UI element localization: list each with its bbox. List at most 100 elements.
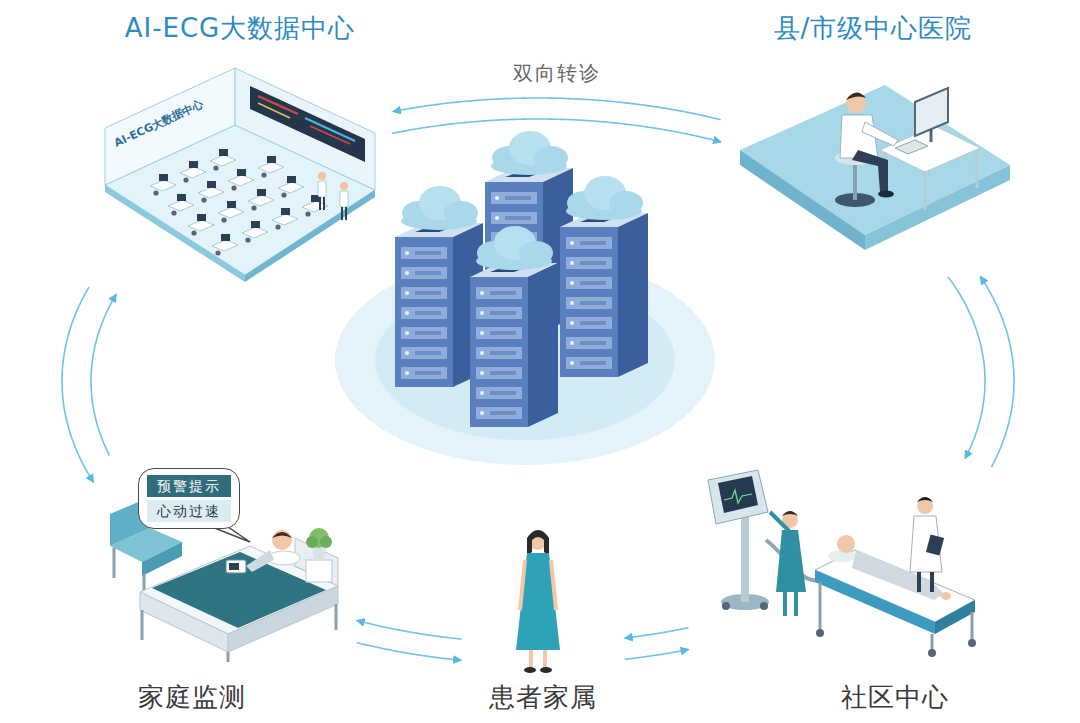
doctor-figure: [852, 150, 888, 192]
data-center-room: [150, 174, 176, 196]
data-center-room: [278, 176, 304, 198]
community-scene: [928, 649, 936, 657]
ring-line: [625, 649, 689, 659]
data-center-room: [212, 234, 238, 256]
doctor-figure: [917, 497, 933, 502]
data-center-room: [245, 190, 375, 282]
data-center-room: [235, 68, 375, 190]
data-center-room: [180, 161, 206, 183]
text-wrap: AI-ECG大数据中心: [125, 12, 356, 44]
community-scene: [815, 570, 935, 634]
data-center-room: [242, 221, 268, 243]
family-figure: [520, 560, 525, 610]
hospital-desk-scene: [740, 85, 1010, 235]
nurse-figure: [794, 592, 798, 616]
data-center-room: [302, 195, 328, 217]
hospital-desk-scene: [930, 129, 933, 142]
hospital-desk-scene: [976, 150, 979, 188]
doctor-figure: [910, 497, 944, 592]
patient-figure: [272, 530, 292, 550]
data-center-room: [228, 169, 254, 191]
hospital-desk-scene: [880, 126, 980, 172]
ring-line: [625, 628, 689, 638]
doctor-figure: [930, 572, 934, 592]
data-center-room: [218, 201, 244, 223]
server-cluster: [395, 186, 483, 387]
family-figure: [540, 667, 552, 673]
patient-figure: [837, 535, 855, 553]
patient-figure: [229, 563, 239, 570]
home-scene: [228, 586, 338, 652]
nurse-figure: [770, 512, 796, 538]
nurse-figure: [783, 592, 787, 616]
referral-ring-connector: [948, 276, 1014, 467]
server-cluster: [470, 226, 558, 427]
place-label: 社区中心: [841, 681, 949, 713]
data-center-room: [105, 68, 375, 282]
family-figure: [551, 560, 556, 610]
staff-figure: [318, 181, 326, 197]
family-figure: [527, 530, 549, 556]
home-scene: [227, 652, 230, 662]
server-cluster: [560, 176, 648, 377]
family-figure: [543, 650, 547, 668]
referral-ring-connector: [62, 287, 116, 482]
doctor-figure: [846, 92, 866, 100]
doctor-figure: [853, 160, 857, 200]
community-scene: [708, 470, 976, 657]
patient-figure: [941, 592, 951, 600]
community-scene: [968, 639, 976, 647]
community-scene: [741, 515, 749, 602]
nurse-figure: [770, 511, 806, 616]
data-center-room: [258, 156, 284, 178]
text-wrap: 患者家属: [489, 681, 597, 713]
patient-figure: [226, 560, 246, 573]
alert-text: 预警提示: [147, 475, 231, 497]
nurse-figure: [782, 511, 798, 516]
community-scene: [724, 490, 752, 503]
staff-figure: [318, 172, 326, 180]
plant: [306, 536, 318, 548]
community-scene: [722, 602, 730, 610]
home-scene: [141, 610, 144, 640]
plant: [320, 536, 332, 548]
staff-figure: [318, 172, 348, 220]
home-scene: [142, 542, 182, 576]
patient-figure: [246, 550, 274, 572]
plant: [312, 548, 326, 560]
data-center-room: [258, 103, 290, 118]
ring-line: [357, 643, 461, 661]
plant: [306, 528, 332, 582]
server-cluster: [335, 131, 715, 465]
home-scene: [335, 604, 338, 630]
data-center-room: [105, 68, 235, 185]
ring-line: [392, 119, 721, 142]
community-node: 社区中心: [695, 465, 985, 718]
doctor-figure: [878, 191, 894, 198]
staff-figure: [340, 191, 348, 207]
ring-line: [357, 620, 462, 639]
data-center-room: [198, 181, 224, 203]
data-center-node: AI-ECG大数据中心: [95, 8, 385, 288]
community-scene: [935, 600, 975, 634]
community-scene: [718, 476, 758, 513]
data-center-room: [305, 118, 355, 141]
patient-figure: [272, 532, 292, 538]
text-wrap: 县/市级中心医院: [774, 12, 973, 44]
doctor-figure: [846, 93, 866, 113]
alert-text: 心动过速: [147, 500, 231, 522]
home-scene: [140, 592, 228, 652]
place-label: 家庭监测: [138, 681, 246, 713]
referral-ring-connector: [357, 620, 462, 660]
place-label: 县/市级中心医院: [774, 12, 973, 44]
data-center-room: [248, 189, 274, 211]
text-wrap: 社区中心: [841, 681, 949, 713]
alert-bubble: 预警提示心动过速: [138, 468, 240, 529]
community-scene: [760, 602, 768, 610]
staff-figure: [323, 197, 325, 210]
edge-label-wrap: 双向转诊: [507, 60, 607, 86]
hospital-desk-scene: [740, 85, 1010, 250]
